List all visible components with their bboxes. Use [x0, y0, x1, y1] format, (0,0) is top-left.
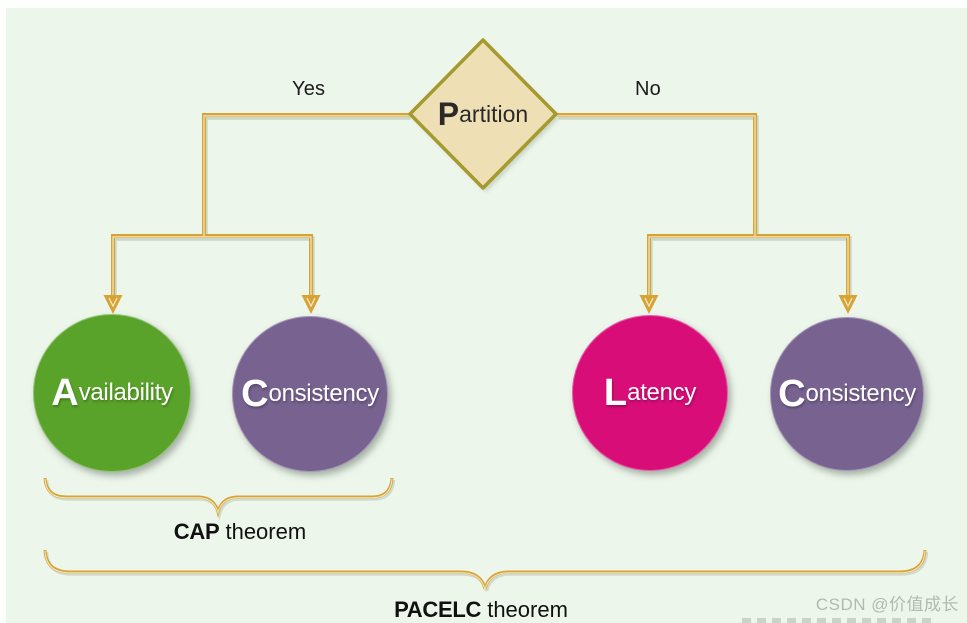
- availability-rest: vailability: [78, 379, 173, 406]
- latency-rest: atency: [627, 379, 697, 406]
- cap-theorem-rest: theorem: [219, 519, 307, 544]
- pacelc-theorem-rest: theorem: [481, 597, 568, 622]
- pacelc-brace: [43, 548, 929, 593]
- arrow-down-icon: [301, 295, 321, 314]
- consistency-left-rest: onsistency: [268, 380, 380, 407]
- cap-theorem-bold: CAP: [173, 519, 220, 544]
- cap-brace: [43, 476, 396, 516]
- arrow-down-icons: [103, 295, 858, 314]
- consistency-right-initial: C: [778, 372, 806, 415]
- arrow-down-icon: [838, 295, 858, 314]
- cap-theorem-label: CAP theorem: [130, 519, 350, 545]
- left-margin: [0, 0, 6, 623]
- arrow-down-icon: [103, 295, 123, 314]
- pacelc-theorem-bold: PACELC: [394, 597, 482, 622]
- watermark: CSDN @价值成长: [815, 595, 959, 614]
- partition-rest: artition: [459, 100, 529, 127]
- latency-initial: L: [603, 371, 628, 414]
- arrow-down-icon: [639, 295, 659, 314]
- watermark-clipped-line: [742, 618, 937, 623]
- availability-initial: A: [51, 371, 79, 414]
- yes-branch-label: Yes: [292, 78, 326, 100]
- no-branch-label: No: [635, 78, 661, 100]
- pacelc-theorem-label: PACELC theorem: [371, 597, 591, 623]
- top-margin: [0, 0, 967, 8]
- consistency-left-initial: C: [241, 372, 269, 415]
- consistency-right-rest: onsistency: [805, 380, 917, 407]
- partition-initial: P: [437, 95, 460, 132]
- partition-diamond: [408, 38, 559, 192]
